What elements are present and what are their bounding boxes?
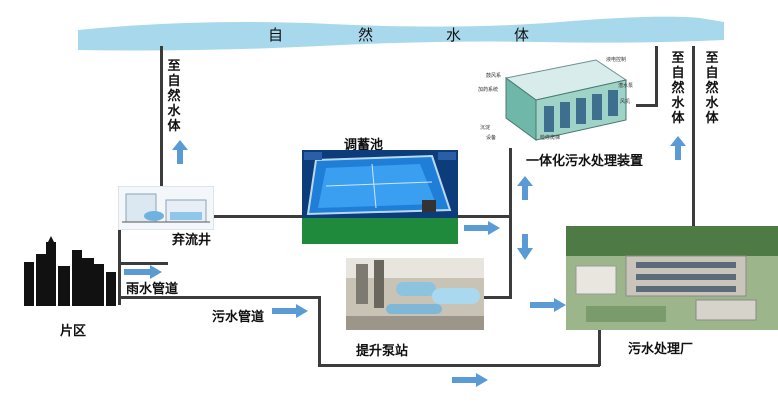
arrow-right-plant [530, 298, 566, 312]
storage-pool-image [302, 150, 458, 244]
river-label-2: 然 [358, 27, 374, 44]
label-to-nature-mid: 至自然水体 [671, 50, 685, 125]
device-callout-4: 加药系统 [478, 87, 499, 93]
arrow-right-sewage [272, 304, 308, 318]
device-callout-6: 沉淀 [480, 125, 491, 131]
pipe-far-right-vertical [692, 46, 695, 228]
arrow-up-left [172, 140, 188, 164]
label-storage-pool: 调蓄池 [344, 137, 384, 152]
label-sewage-pipe: 污水管道 [212, 309, 265, 324]
river-label-3: 水 [446, 27, 462, 44]
device-callout-7: 设备 [486, 135, 497, 141]
pipe-well-to-pool [212, 215, 304, 218]
label-to-nature-right: 至自然水体 [705, 50, 719, 125]
arrow-right-bottom [452, 373, 488, 387]
pipe-rain-horizontal [118, 262, 168, 265]
label-discard-well: 弃流井 [172, 232, 212, 247]
device-callout-2: 鼓风系 [486, 73, 502, 79]
pipe-pool-right [455, 215, 509, 218]
arrow-right-pool [464, 221, 500, 235]
pipe-mid-to-plant [484, 296, 512, 299]
city-skyline-icon [24, 236, 116, 306]
arrow-up-right [670, 136, 686, 160]
label-integrated-device: 一体化污水处理装置 [526, 153, 644, 168]
device-callout-8: 检修爬梯 [540, 135, 561, 141]
river-label-1: 自 [268, 27, 284, 44]
pipe-pump-in-vertical [318, 296, 321, 366]
arrow-up-mid [517, 176, 533, 200]
pipe-sewage-horizontal [118, 296, 318, 299]
pipe-left-vertical [160, 46, 163, 188]
pipe-mid-vertical [509, 120, 512, 296]
pipe-bottom-horizontal [318, 364, 600, 367]
river-band [78, 16, 724, 51]
device-callout-3: 潜水泵 [618, 83, 634, 89]
pipe-plant-vertical [598, 316, 601, 366]
discard-well-image [118, 186, 214, 230]
integrated-device-image [476, 52, 636, 148]
device-callout-5: 风机 [620, 99, 631, 105]
label-pump-station: 提升泵站 [356, 343, 409, 358]
device-callout-1: 液电控制 [606, 57, 627, 63]
pump-station-image [346, 258, 484, 330]
label-rain-pipe: 雨水管道 [126, 281, 179, 296]
treatment-plant-image [566, 226, 778, 330]
arrow-down-mid [517, 234, 533, 260]
arrow-right-rain [124, 265, 162, 279]
label-district: 片区 [60, 323, 87, 338]
pipe-right-top-horizontal [655, 46, 658, 104]
river-label-4: 体 [514, 27, 530, 44]
label-treatment-plant: 污水处理厂 [628, 341, 694, 356]
label-to-nature-left: 至自然水体 [167, 58, 181, 133]
pipe-well-down [118, 215, 121, 305]
